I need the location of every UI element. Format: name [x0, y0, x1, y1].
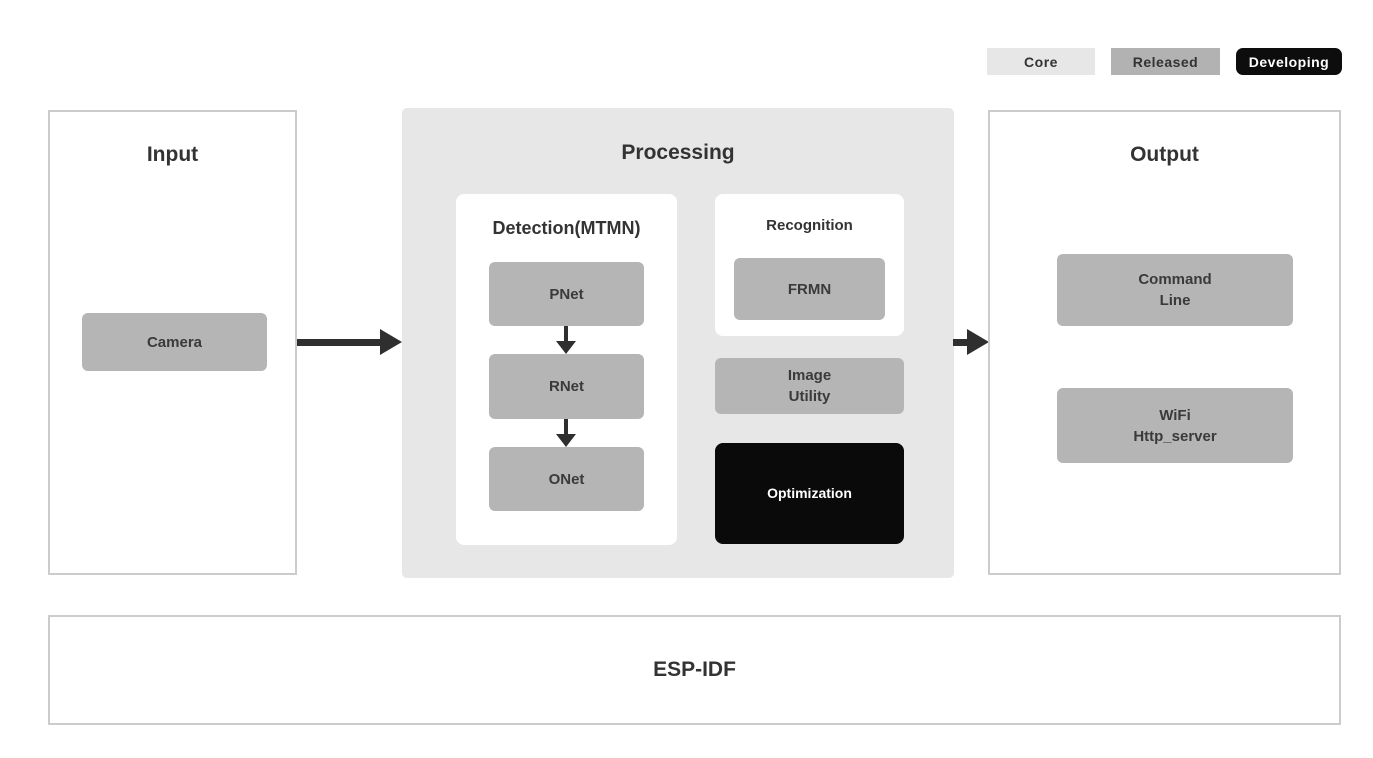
- arrow-stem: [564, 419, 568, 435]
- output-panel-title: Output: [1130, 143, 1199, 166]
- arrow-head: [556, 341, 576, 354]
- arrow-stem: [953, 339, 970, 346]
- arrow-head: [556, 434, 576, 447]
- camera-block: Camera: [82, 313, 267, 371]
- legend-badge-developing: Developing: [1236, 48, 1342, 75]
- wifi-line2: Http_server: [1133, 427, 1217, 445]
- processing-panel: Processing Detection(MTMN) PNet RNet ONe…: [402, 108, 954, 578]
- output-panel: Output Command Line WiFi Http_server: [988, 110, 1341, 575]
- frmn-block: FRMN: [734, 258, 885, 320]
- onet-block: ONet: [489, 447, 644, 511]
- pnet-to-rnet-arrow-icon: [556, 326, 576, 354]
- optimization-block: Optimization: [715, 443, 904, 544]
- arrow-stem: [564, 326, 568, 342]
- wifi-http-server-block: WiFi Http_server: [1057, 388, 1293, 463]
- legend-badge-core: Core: [987, 48, 1095, 75]
- command-line-block: Command Line: [1057, 254, 1293, 326]
- legend-badge-released: Released: [1111, 48, 1220, 75]
- rnet-to-onet-arrow-icon: [556, 419, 576, 447]
- input-to-processing-arrow-icon: [297, 329, 402, 355]
- image-utility-line1: Image: [787, 367, 832, 384]
- arrow-head: [380, 329, 402, 355]
- wifi-line1: WiFi: [1159, 406, 1191, 424]
- detection-panel-title: Detection(MTMN): [492, 218, 641, 238]
- command-line-line1: Command: [1138, 271, 1212, 288]
- recognition-panel: Recognition FRMN: [715, 194, 904, 336]
- processing-to-output-arrow-icon: [953, 329, 989, 355]
- image-utility-line2: Utility: [788, 388, 831, 405]
- esp-idf-panel: ESP-IDF: [48, 615, 1341, 725]
- input-panel-title: Input: [146, 143, 199, 166]
- processing-panel-title: Processing: [621, 141, 735, 164]
- arrow-head: [967, 329, 989, 355]
- arrow-stem: [297, 339, 383, 346]
- rnet-block: RNet: [489, 354, 644, 419]
- input-panel: Input Camera: [48, 110, 297, 575]
- detection-panel: Detection(MTMN) PNet RNet ONet: [456, 194, 677, 545]
- recognition-panel-title: Recognition: [766, 217, 853, 234]
- command-line-line2: Line: [1159, 292, 1191, 309]
- image-utility-block: Image Utility: [715, 358, 904, 414]
- esp-idf-title: ESP-IDF: [653, 658, 736, 681]
- pnet-block: PNet: [489, 262, 644, 326]
